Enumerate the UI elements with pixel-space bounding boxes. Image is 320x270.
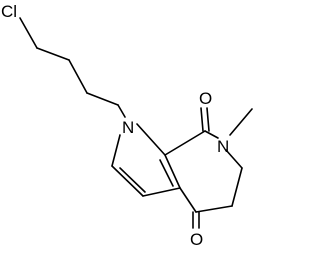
bond-c4-n1 (117, 104, 126, 118)
atom-label-nitrogen-amide: N (217, 137, 229, 156)
bond-c2-c3 (68, 59, 88, 94)
bond-c6-c5 (231, 167, 243, 207)
bond-c7a-c8 (164, 130, 206, 156)
atom-label-chlorine: Cl (1, 2, 17, 21)
bond-c5-c4 (195, 205, 233, 213)
bond-n7-methyl (229, 108, 253, 136)
bond-c3a-c7a (164, 154, 181, 189)
bond-c4-c3a (179, 187, 197, 213)
bond-c8-o-b (206, 107, 210, 132)
bond-c8-n7 (204, 130, 219, 139)
bond-c2p-c3p-inner (119, 167, 146, 193)
bond-c2p-c3p (111, 165, 144, 197)
atom-label-nitrogen-pyrrole: N (122, 118, 134, 137)
bond-c8-o-a (200, 107, 204, 132)
molecule-diagram: Cl N N O O (1, 2, 253, 249)
bond-n1-c7a (136, 123, 166, 156)
bond-c3a-c7a-inner (159, 159, 174, 187)
bond-c3p-c3a (142, 187, 181, 197)
bond-c3-c4 (86, 92, 119, 106)
atom-label-oxygen-lower: O (190, 230, 203, 249)
bond-c1-c2 (36, 47, 70, 61)
atom-label-oxygen-upper: O (199, 89, 212, 108)
bond-cl-c1 (19, 17, 38, 49)
bond-n1-c2p (111, 134, 121, 167)
structure-svg: Cl N N O O (1, 2, 253, 249)
bond-n7-c6 (225, 149, 243, 169)
